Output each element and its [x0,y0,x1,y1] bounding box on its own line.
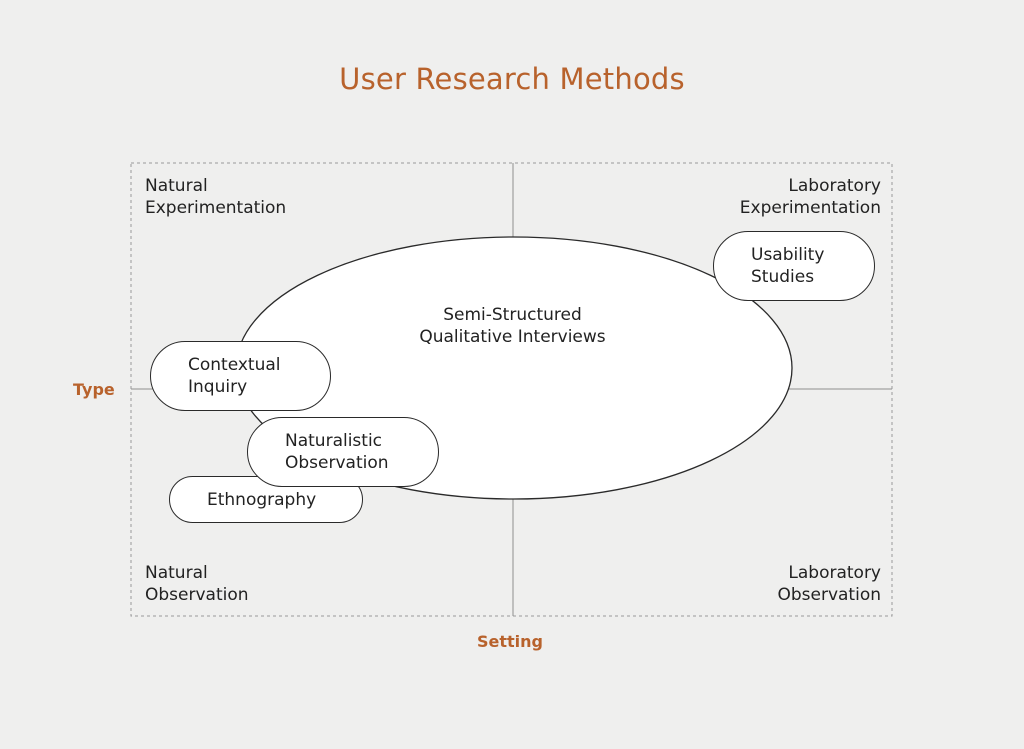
setting-axis-label: Setting [477,632,543,651]
type-axis-label: Type [73,380,115,399]
method-semi-structured-interviews: Semi-Structured Qualitative Interviews [419,305,606,347]
method-usability-studies: Usability Studies [713,231,875,301]
contextual-inquiry-label: Contextual Inquiry [188,355,281,397]
quadrant-laboratory-observation: Laboratory Observation [777,563,881,605]
diagram-frame [130,162,893,617]
method-ethnography: Ethnography [169,476,363,523]
method-contextual-inquiry: Contextual Inquiry [150,341,331,411]
page-title: User Research Methods [339,62,685,96]
method-naturalistic-observation: Naturalistic Observation [247,417,439,487]
quadrant-laboratory-experimentation: Laboratory Experimentation [739,176,881,218]
ethnography-label: Ethnography [207,489,317,510]
naturalistic-observation-label: Naturalistic Observation [285,431,389,473]
usability-studies-label: Usability Studies [751,245,825,287]
quadrant-natural-observation: Natural Observation [145,563,249,605]
quadrant-natural-experimentation: Natural Experimentation [145,176,287,218]
